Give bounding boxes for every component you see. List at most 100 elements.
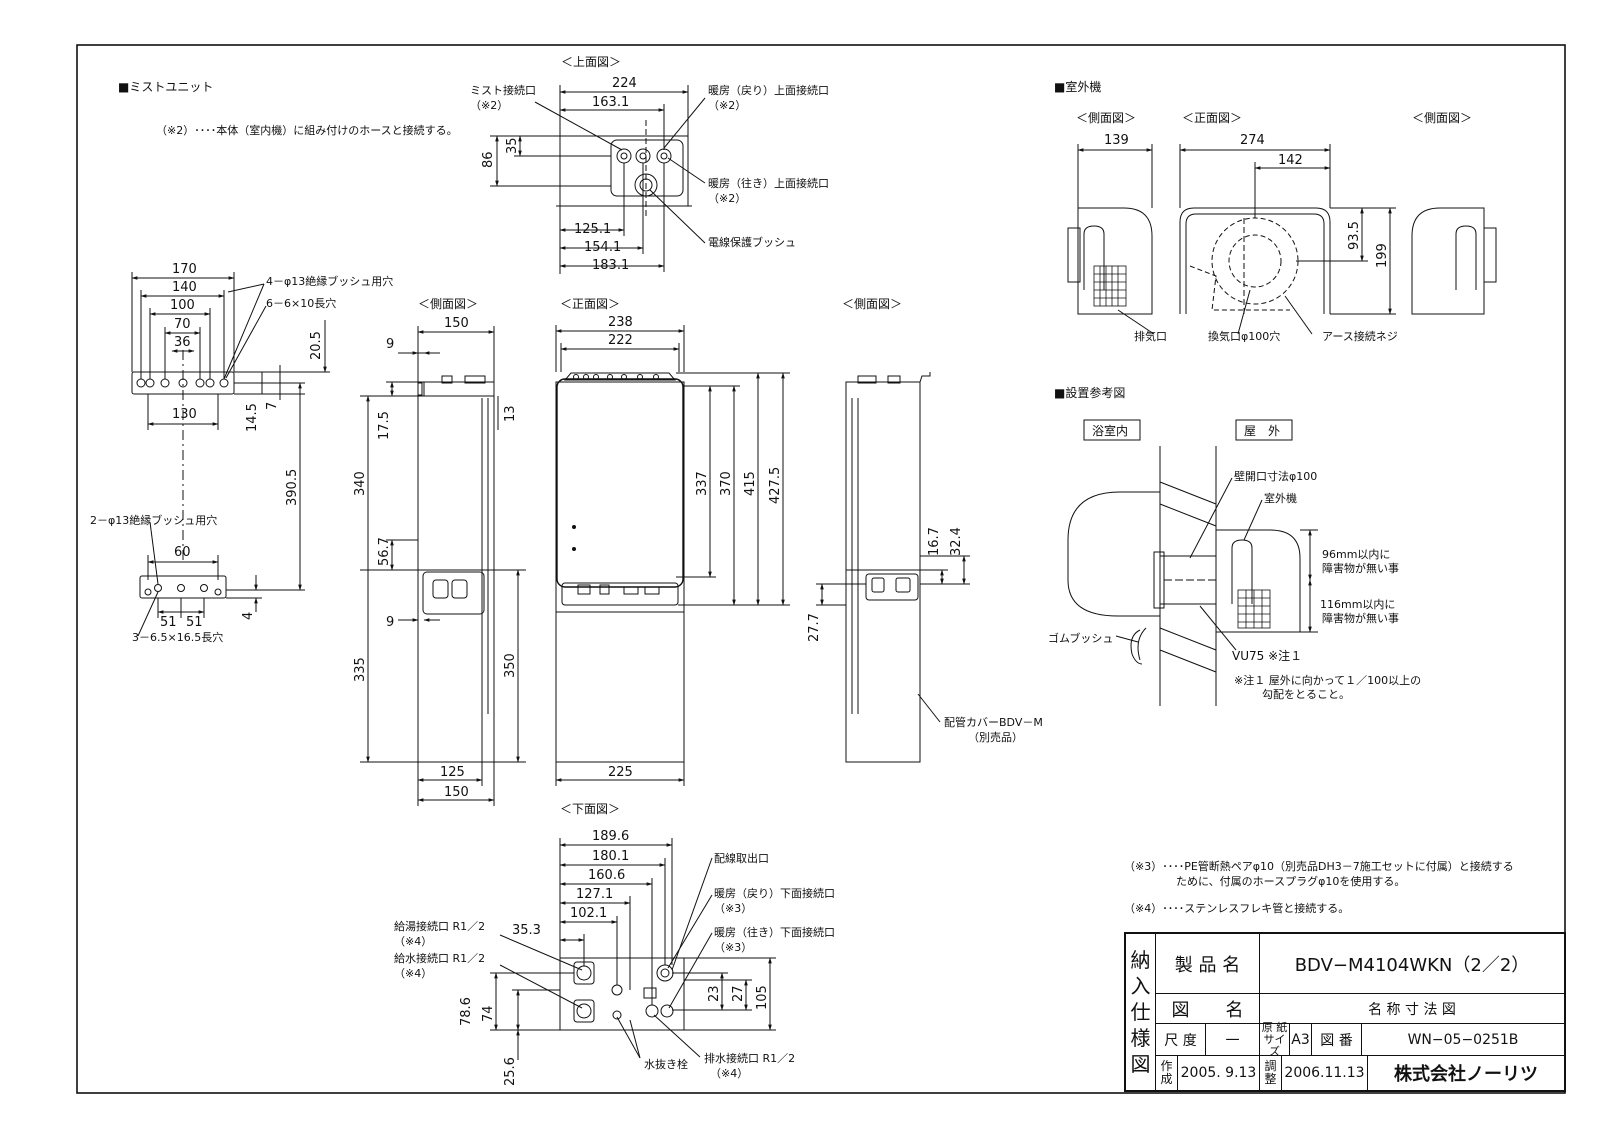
dim-78-6: 78.6: [459, 997, 474, 1026]
dim-13: 13: [503, 405, 518, 422]
dim-86: 86: [481, 151, 496, 168]
dim-51-right: 51: [186, 615, 203, 630]
dim-27-7: 27.7: [807, 613, 822, 642]
dim-390-5: 390.5: [285, 469, 300, 506]
title-block: 納入仕様図 製 品 名 BDV−M4104WKN（2／2） 図 名 名 称 寸 …: [1124, 932, 1566, 1092]
dim-222: 222: [608, 333, 633, 348]
note-3-line2: ために、付属のホースプラグφ10を使用する。: [1176, 874, 1405, 888]
dim-74: 74: [481, 1005, 496, 1022]
dim-56-7: 56.7: [377, 537, 392, 566]
label-heat-supply-bottom-ref: （※3）: [714, 941, 752, 954]
dim-340: 340: [353, 471, 368, 496]
dim-27: 27: [731, 985, 746, 1002]
label-heat-supply-bottom: 暖房（往き）下面接続口: [714, 925, 835, 939]
sheet-border: [76, 44, 1566, 1094]
dim-370: 370: [719, 471, 734, 496]
dim-337: 337: [695, 471, 710, 496]
label-heat-return-top-ref: （※2）: [708, 99, 746, 112]
dim-154-1: 154.1: [584, 240, 621, 255]
note-1-line1: ※注１ 屋外に向かって１／100以上の: [1234, 673, 1421, 687]
drawing-value: 名 称 寸 法 図: [1260, 994, 1564, 1024]
label-mist-conn: ミスト接続口: [470, 83, 536, 97]
drawing-label: 図 名: [1156, 994, 1260, 1024]
dim-125-1: 125.1: [574, 222, 611, 237]
label-drain-conn-ref: （※4）: [710, 1067, 748, 1080]
label-cold-water-conn: 給水接続口 R1／2: [394, 951, 485, 965]
note-1-line2: 勾配をとること。: [1262, 688, 1350, 701]
label-heat-supply-top-ref: （※2）: [708, 192, 746, 205]
drawing-number-value: WN−05−0251B: [1362, 1024, 1564, 1056]
dim-14-5: 14.5: [245, 403, 260, 432]
scale-label: 尺 度: [1156, 1024, 1206, 1056]
dim-102-1: 102.1: [570, 906, 607, 921]
note-2: （※2）････本体（室内機）に組み付けのホースと接続する。: [156, 123, 458, 137]
side-view-drawing: [360, 326, 526, 806]
label-clearance-96-l1: 96mm以内に: [1322, 547, 1390, 561]
label-holes-top: 4－φ13絶縁ブッシュ用穴: [266, 274, 393, 288]
dim-335: 335: [353, 657, 368, 682]
scale-value: 一: [1206, 1024, 1260, 1056]
label-vent-hole: 換気口φ100穴: [1208, 329, 1280, 343]
paper-size-value: A3: [1290, 1024, 1312, 1056]
side-label-text: 納入仕様図: [1130, 948, 1151, 1076]
label-pipe-cover-sub: （別売品）: [968, 731, 1023, 744]
dim-9-top: 9: [386, 337, 394, 352]
dim-225: 225: [608, 765, 633, 780]
section-outdoor-unit: ■室外機: [1054, 79, 1101, 94]
front-view-drawing: [555, 325, 790, 786]
title-side-view-right: ＜側面図＞: [842, 297, 902, 311]
dim-140: 140: [172, 280, 197, 295]
product-value: BDV−M4104WKN（2／2）: [1260, 934, 1564, 994]
label-wire-bush: 電線保護ブッシュ: [708, 235, 796, 249]
label-drain-plug: 水抜き栓: [644, 1057, 688, 1071]
dim-183-1: 183.1: [592, 258, 629, 273]
dim-125: 125: [440, 765, 465, 780]
note-3-line1: （※3）････PE管断熱ペアφ10（別売品DH3－7施工セットに付属）と接続す…: [1124, 859, 1514, 873]
section-install-reference: ■設置参考図: [1054, 385, 1125, 400]
outdoor-unit-drawing: [1067, 144, 1497, 335]
label-pipe-cover: 配管カバーBDV－M: [944, 715, 1043, 729]
dim-224: 224: [612, 76, 637, 91]
title-side-view: ＜側面図＞: [418, 297, 478, 311]
dim-127-1: 127.1: [576, 887, 613, 902]
dim-180-1: 180.1: [592, 849, 629, 864]
label-slots-top: 6－6×10長穴: [266, 296, 336, 310]
dim-35: 35: [505, 137, 520, 154]
company-name: 株式会社ノーリツ: [1394, 1064, 1538, 1085]
label-earth-screw: アース接続ネジ: [1322, 329, 1398, 343]
dim-35-3: 35.3: [512, 923, 541, 938]
label-holes-bottom: 2－φ13絶縁ブッシュ用穴: [90, 513, 217, 527]
drawing-number-label: 図 番: [1312, 1024, 1362, 1056]
label-mist-conn-ref: （※2）: [470, 99, 508, 112]
dim-70: 70: [174, 317, 191, 332]
side-view-right-drawing: [816, 372, 970, 763]
dim-17-5: 17.5: [377, 411, 392, 440]
title-bottom-view: ＜下面図＞: [560, 802, 620, 816]
label-clearance-116-l1: 116mm以内に: [1320, 597, 1395, 611]
title-top-view: ＜上面図＞: [561, 55, 621, 69]
dim-130: 130: [172, 407, 197, 422]
section-mist-unit: ■ミストユニット: [118, 80, 213, 94]
bottom-view-drawing: [490, 838, 776, 1060]
dim-32-4: 32.4: [949, 527, 964, 556]
dim-93-5: 93.5: [1347, 221, 1362, 250]
dim-139: 139: [1104, 133, 1129, 148]
adjust-label: 調 整: [1260, 1056, 1282, 1090]
label-wall-opening: 壁開口寸法φ100: [1234, 469, 1317, 483]
label-clearance-116-l2: 障害物が無い事: [1322, 611, 1399, 625]
dim-189-6: 189.6: [592, 829, 629, 844]
label-heat-supply-top: 暖房（往き）上面接続口: [708, 176, 829, 190]
bracket-drawing: [131, 272, 330, 637]
dim-4: 4: [241, 612, 256, 620]
dim-25-6: 25.6: [503, 1057, 518, 1086]
dim-238: 238: [608, 315, 633, 330]
dim-105: 105: [755, 985, 770, 1010]
title-front-view: ＜正面図＞: [560, 297, 620, 311]
dim-20-5: 20.5: [309, 331, 324, 360]
dim-163-1: 163.1: [592, 95, 629, 110]
dim-9-bottom: 9: [386, 615, 394, 630]
label-wiring-outlet: 配線取出口: [714, 851, 769, 865]
dim-7: 7: [265, 402, 280, 410]
made-date: 2005. 9.13: [1178, 1056, 1260, 1090]
label-vu75: VU75 ※注１: [1232, 648, 1302, 663]
